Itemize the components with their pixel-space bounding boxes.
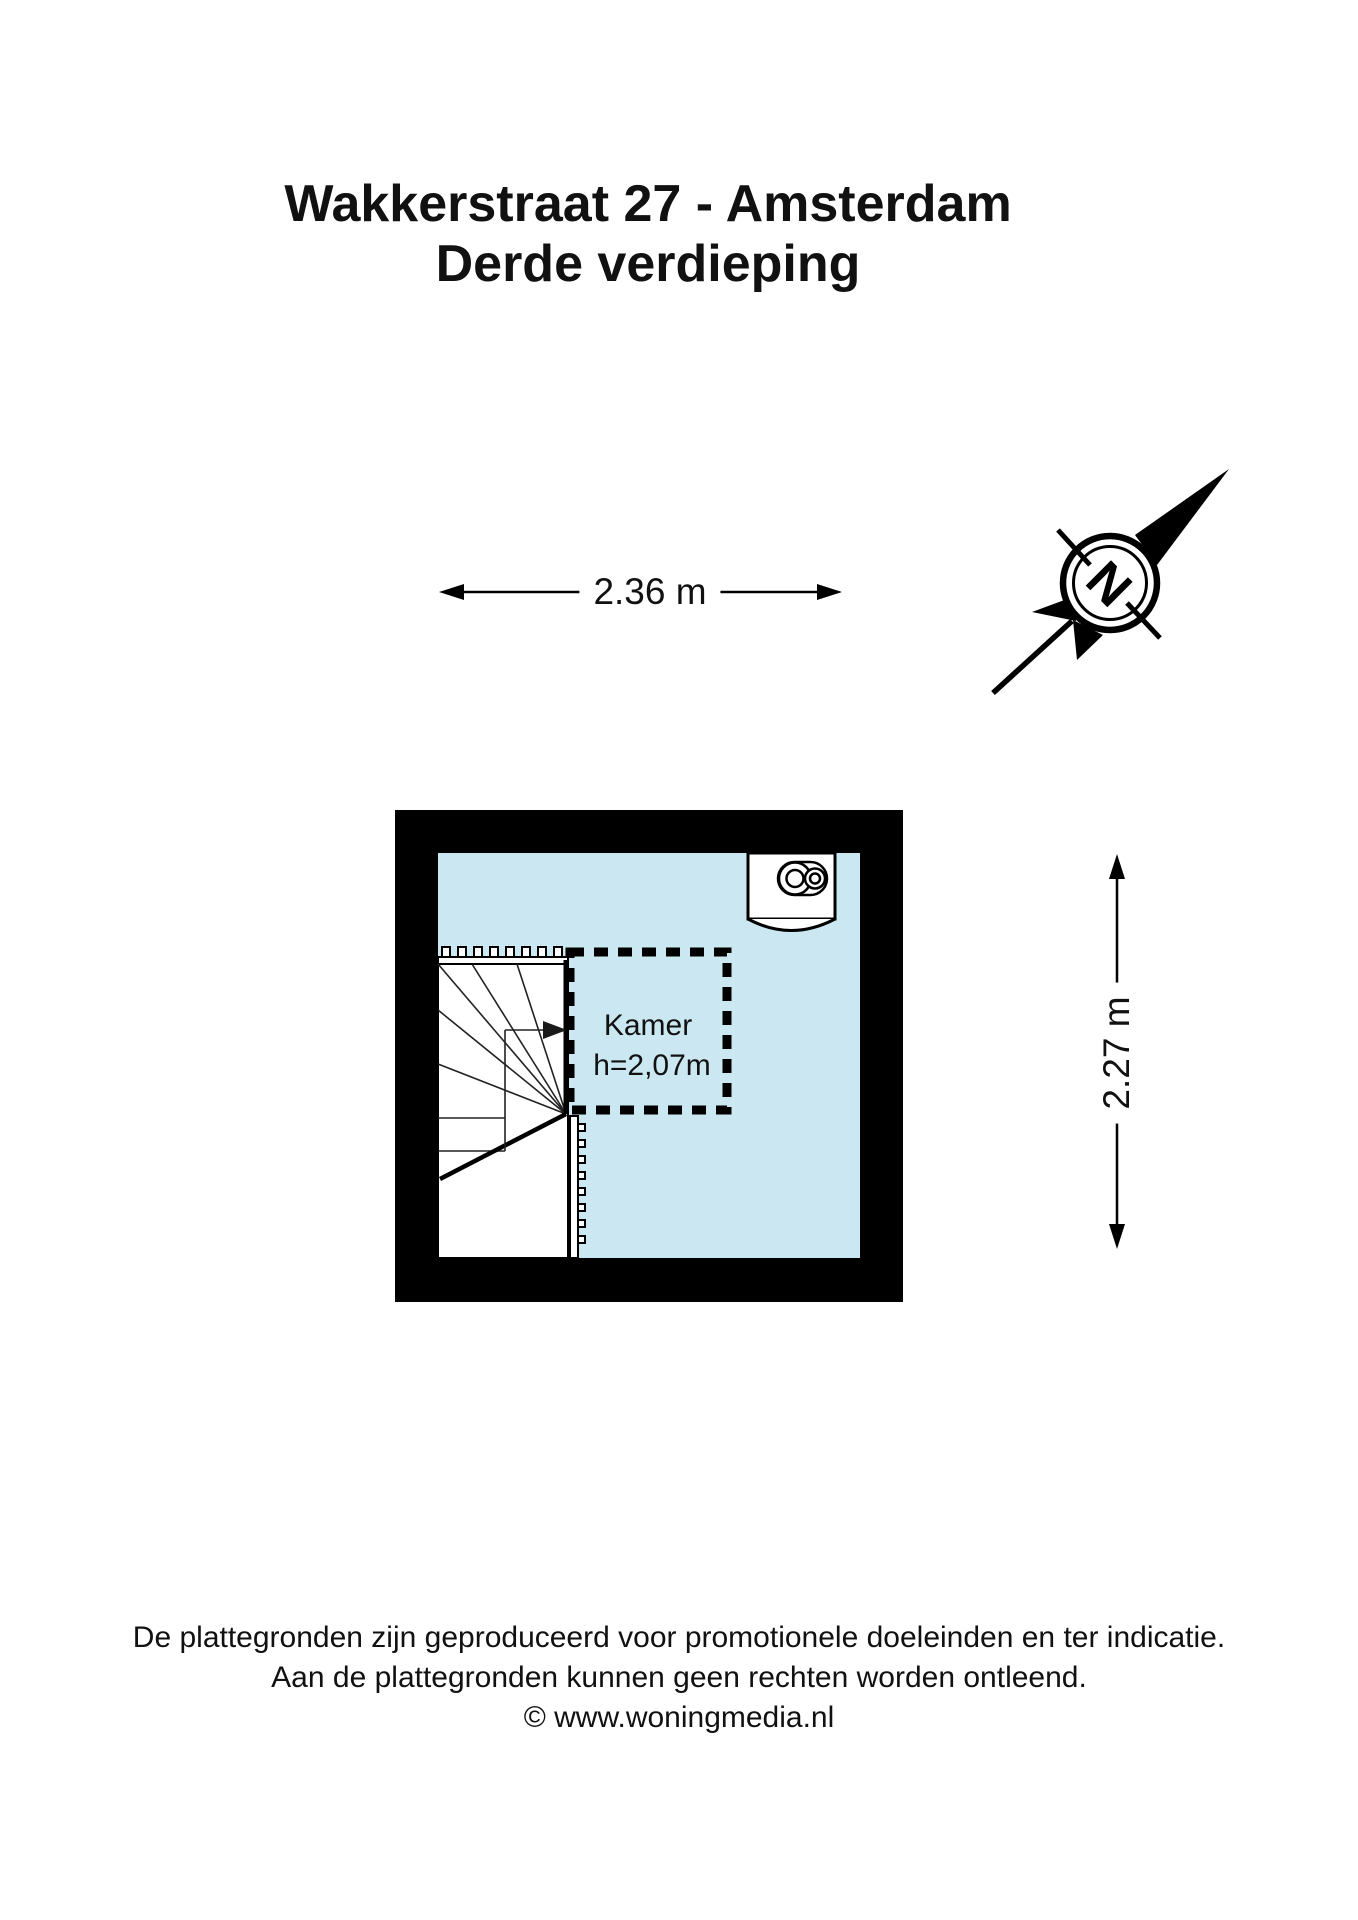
room-height-label: h=2,07m [593,1049,711,1082]
footer-line-2: Aan de plattegronden kunnen geen rechten… [271,1661,1087,1694]
footer-line-3: © www.woningmedia.nl [523,1701,835,1734]
boiler-icon [746,851,837,932]
height-dimension-label: 2.27 m [1096,982,1138,1124]
footer-line-1: De plattegronden zijn geproduceerd voor … [132,1621,1226,1654]
title-line-1: Wakkerstraat 27 - Amsterdam [284,175,1012,233]
room-name-label: Kamer [603,1009,693,1042]
room-outline-dashed [565,947,732,1115]
railing-right [569,1115,586,1259]
floorplan-drawing [395,810,903,1302]
stair-treads [437,963,567,1152]
footer-disclaimer: De plattegronden zijn geproduceerd voor … [0,1618,1358,1738]
title-line-2: Derde verdieping [435,235,861,293]
width-dimension-label: 2.36 m [579,571,721,613]
walk-line-arrow-icon [504,1021,567,1151]
north-arrow-icon: N [991,469,1229,696]
floorplan-title: Wakkerstraat 27 - Amsterdam Derde verdie… [0,174,1296,294]
staircase [437,946,569,1259]
